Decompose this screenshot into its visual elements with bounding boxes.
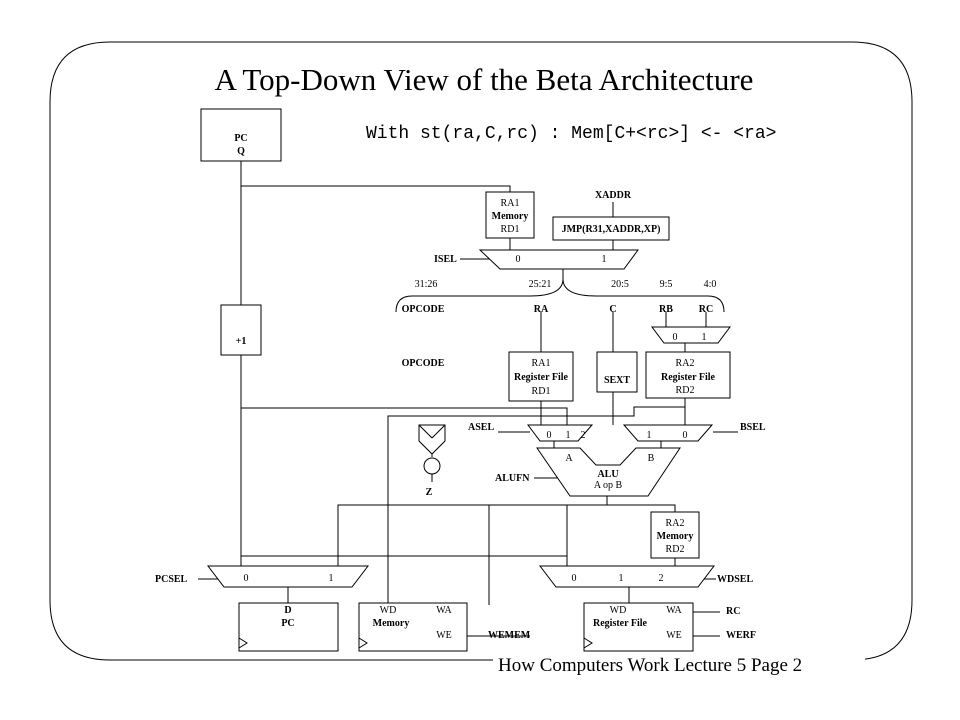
bits-ra: 25:21: [529, 279, 552, 290]
data-memory-read: RA2 Memory RD2: [650, 511, 700, 559]
dmemw-we: WE: [436, 630, 452, 641]
alu-input-b: B: [648, 453, 655, 464]
pc-load-d: D: [284, 605, 291, 616]
wemem-label: WEMEM: [488, 630, 531, 641]
field-ra: RA: [534, 304, 549, 315]
rfw-we: WE: [666, 630, 682, 641]
dmemw-wd: WD: [380, 605, 397, 616]
regfile1-rd1: RD1: [532, 386, 551, 397]
instr-mem-ra1: RA1: [501, 198, 520, 209]
wdsel-input-0: 0: [572, 573, 577, 584]
opcode-output-label: OPCODE: [402, 358, 445, 369]
datapath-wires: [198, 160, 738, 637]
isel-input-1: 1: [602, 254, 607, 265]
field-opcode: OPCODE: [402, 304, 445, 315]
bsel-input-0: 0: [683, 430, 688, 441]
pc-load-name: PC: [281, 618, 294, 629]
regfile2-rd2: RD2: [676, 385, 695, 396]
alu-name: ALU: [597, 469, 618, 480]
asel-label: ASEL: [468, 422, 494, 433]
dmem-ra2: RA2: [666, 518, 685, 529]
sign-extender: SEXT: [596, 351, 638, 393]
zero-detector: Z: [418, 424, 446, 498]
jmp-label: JMP(R31,XADDR,XP): [562, 224, 661, 235]
register-file-read-port-1: RA1 Register File RD1: [508, 351, 574, 402]
pcsel-input-1: 1: [329, 573, 334, 584]
rfw-wa: WA: [666, 605, 682, 616]
alufn-label: ALUFN: [495, 473, 530, 484]
bsel-label: BSEL: [740, 422, 766, 433]
asel-input-1: 1: [566, 430, 571, 441]
pc-register: PC Q: [200, 108, 282, 162]
pc-load-register: D PC: [238, 602, 339, 652]
xaddr-label: XADDR: [595, 190, 632, 201]
field-rc: RC: [699, 304, 713, 315]
instr-mem-rd1: RD1: [501, 224, 520, 235]
instr-mem-name: Memory: [492, 211, 529, 222]
pc-register-label: PC: [234, 133, 247, 144]
alu-input-a: A: [565, 453, 573, 464]
dmem-rd2: RD2: [666, 544, 685, 555]
sext-label: SEXT: [604, 375, 630, 386]
isel-mux: 0 1: [478, 249, 639, 270]
bits-c: 20:5: [611, 279, 629, 290]
incrementer-label: +1: [236, 336, 247, 347]
regfile2-name: Register File: [661, 372, 716, 383]
data-memory-write: WD WA Memory WE: [358, 602, 468, 652]
bits-rb: 9:5: [660, 279, 673, 290]
slide-title: A Top-Down View of the Beta Architecture: [215, 62, 754, 97]
slide-footer: How Computers Work Lecture 5 Page 2: [498, 655, 802, 676]
regfile1-name: Register File: [514, 372, 569, 383]
bits-rc: 4:0: [704, 279, 717, 290]
alu: A B ALU A op B: [536, 447, 681, 497]
register-file-read-port-2: RA2 Register File RD2: [645, 351, 731, 399]
werf-label: WERF: [726, 630, 756, 641]
pcsel-input-0: 0: [244, 573, 249, 584]
rfw-name: Register File: [593, 618, 648, 629]
bits-opcode: 31:26: [415, 279, 438, 290]
isel-label: ISEL: [434, 254, 457, 265]
slide-subtitle: With st(ra,C,rc) : Mem[C+<rc>] <- <ra>: [366, 124, 776, 144]
wdsel-input-2: 2: [659, 573, 664, 584]
rc-write-label: RC: [726, 606, 740, 617]
pcsel-label: PCSEL: [155, 574, 188, 585]
isel-input-0: 0: [516, 254, 521, 265]
register-file-write: WD WA Register File WE: [583, 602, 694, 652]
bsel-input-1: 1: [647, 430, 652, 441]
wdsel-input-1: 1: [619, 573, 624, 584]
pc-incrementer: +1: [220, 304, 262, 356]
field-rb: RB: [659, 304, 673, 315]
asel-input-2: 2: [581, 430, 586, 441]
ra2sel-input-1: 1: [702, 332, 707, 343]
dmem-name: Memory: [657, 531, 694, 542]
dmemw-wa: WA: [436, 605, 452, 616]
bsel-mux: 1 0: [622, 424, 714, 442]
asel-mux: 0 1 2: [527, 424, 594, 442]
ra2sel-input-0: 0: [673, 332, 678, 343]
instruction-memory: RA1 Memory RD1: [485, 191, 535, 239]
ra2-select-mux: 0 1: [651, 326, 731, 344]
regfile1-ra1: RA1: [532, 358, 551, 369]
z-label: Z: [426, 487, 433, 498]
jmp-instruction-box: JMP(R31,XADDR,XP): [552, 216, 670, 241]
instruction-field-names: OPCODE RA C RB RC: [402, 304, 714, 315]
field-c: C: [609, 304, 616, 315]
asel-input-0: 0: [547, 430, 552, 441]
instruction-bit-ranges: 31:26 25:21 20:5 9:5 4:0: [415, 279, 717, 290]
wdsel-mux: 0 1 2: [538, 565, 716, 588]
pc-register-q: Q: [237, 146, 245, 157]
regfile2-ra2: RA2: [676, 358, 695, 369]
pcsel-mux: 0 1: [206, 565, 370, 588]
dmemw-name: Memory: [373, 618, 410, 629]
alu-op: A op B: [594, 480, 623, 491]
wdsel-label: WDSEL: [717, 574, 753, 585]
rfw-wd: WD: [610, 605, 627, 616]
